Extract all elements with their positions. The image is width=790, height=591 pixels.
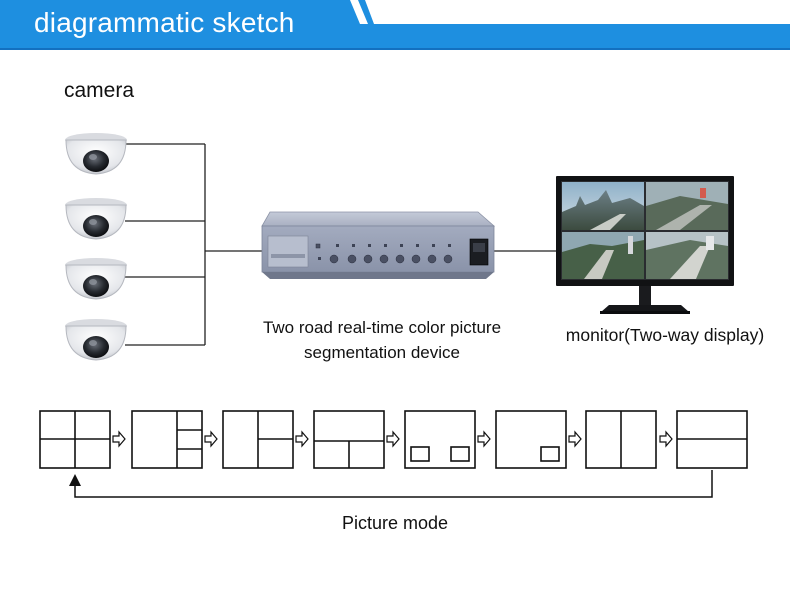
picture-mode-large-left-two-right xyxy=(222,410,294,469)
arrow-icon xyxy=(295,430,309,448)
segmentation-device xyxy=(261,211,496,279)
header-banner: diagrammatic sketch xyxy=(0,0,790,50)
arrow-icon xyxy=(386,430,400,448)
monitor-label: monitor(Two-way display) xyxy=(565,325,765,345)
arrow-icon xyxy=(477,430,491,448)
device-label-line2: segmentation device xyxy=(304,343,460,362)
screen-quadrant-top-left xyxy=(562,182,644,230)
banner-background xyxy=(0,0,790,50)
arrow-icon xyxy=(204,430,218,448)
picture-mode-row xyxy=(39,410,748,469)
picture-mode-two-pip xyxy=(404,410,476,469)
picture-mode-single-pip xyxy=(495,410,567,469)
return-loop xyxy=(69,470,713,498)
dome-camera-2 xyxy=(65,198,127,240)
picture-mode-label: Picture mode xyxy=(341,513,449,533)
arrow-icon xyxy=(659,430,673,448)
device-label: Two road real-time color picture segment… xyxy=(222,315,542,365)
arrow-icon xyxy=(112,430,126,448)
banner-title: diagrammatic sketch xyxy=(34,7,295,38)
screen-quadrant-bottom-right xyxy=(646,232,728,279)
mode-arrows xyxy=(112,430,673,448)
screen-quadrant-top-right xyxy=(646,182,728,230)
device-buttons xyxy=(315,243,453,264)
picture-mode-one-large-three-small xyxy=(131,410,203,469)
up-arrow-icon xyxy=(69,474,81,486)
arrow-icon xyxy=(568,430,582,448)
picture-mode-quad-split xyxy=(39,410,111,469)
screen-quadrant-bottom-left xyxy=(562,232,644,279)
camera-label: camera xyxy=(64,79,135,102)
monitor xyxy=(556,176,734,314)
picture-mode-side-by-side xyxy=(585,410,657,469)
picture-mode-top-large-two-bottom xyxy=(313,410,385,469)
dome-camera-3 xyxy=(65,258,127,300)
camera-wiring xyxy=(125,143,556,346)
dome-camera-4 xyxy=(65,319,127,361)
dome-camera-1 xyxy=(65,133,127,175)
picture-mode-top-bottom xyxy=(676,410,748,469)
device-label-line1: Two road real-time color picture xyxy=(262,318,502,337)
